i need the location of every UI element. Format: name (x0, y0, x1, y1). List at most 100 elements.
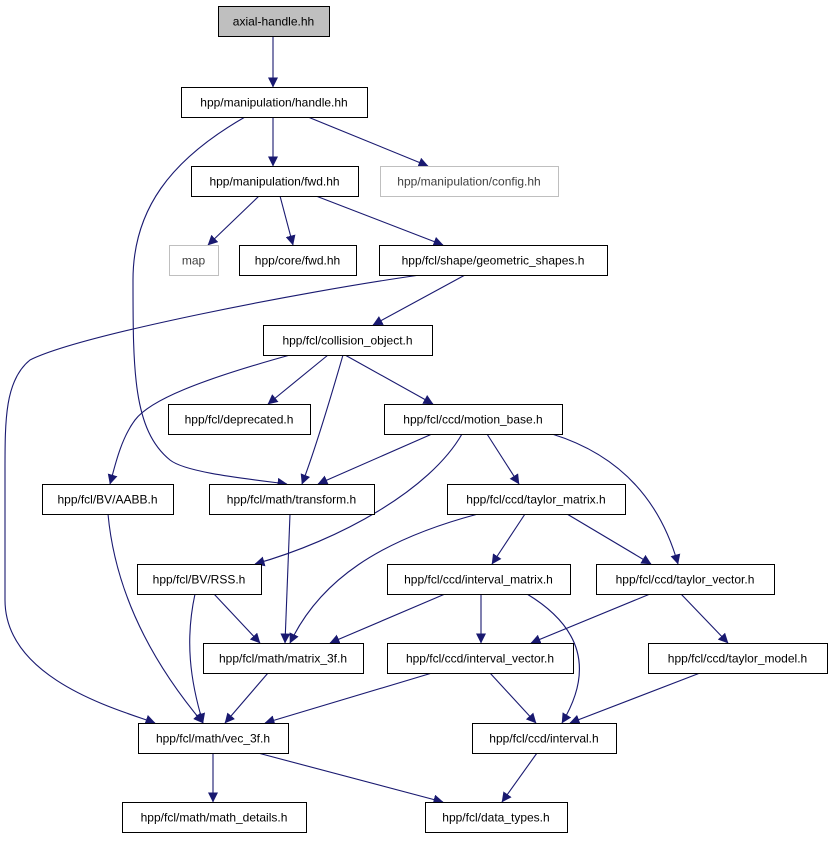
edge-tmatrix-to-matrix3f (289, 513, 479, 644)
edge-arrow (224, 672, 269, 724)
edge-arrow (372, 274, 466, 326)
edge-geom-to-collision (372, 274, 466, 326)
edge-arrow (254, 433, 463, 567)
edge-fwd-to-geom (315, 195, 444, 247)
node-label: hpp/fcl/collision_object.h (282, 334, 412, 348)
node-map: map (169, 245, 219, 276)
node-label: hpp/manipulation/config.hh (397, 175, 540, 189)
node-box (387, 643, 574, 674)
node-box (137, 564, 262, 595)
edge-arrow (213, 593, 261, 644)
node-tmodel[interactable]: hpp/fcl/ccd/taylor_model.h (648, 643, 828, 674)
edge-collision-to-motion (344, 354, 434, 405)
node-imatrix[interactable]: hpp/fcl/ccd/interval_matrix.h (387, 564, 571, 595)
node-box (379, 245, 608, 276)
node-box (239, 245, 357, 276)
node-label: hpp/manipulation/handle.hh (200, 96, 347, 110)
node-interval[interactable]: hpp/fcl/ccd/interval.h (472, 723, 617, 754)
edge-collision-to-transform (300, 354, 344, 485)
node-motion[interactable]: hpp/fcl/ccd/motion_base.h (384, 404, 563, 435)
node-label: hpp/fcl/math/math_details.h (141, 811, 288, 825)
edge-arrow (289, 513, 479, 644)
edge-fwd-to-corefwd (279, 195, 296, 246)
node-matrix3f[interactable]: hpp/fcl/math/matrix_3f.h (203, 643, 364, 674)
node-label: hpp/core/fwd.hh (255, 254, 340, 268)
node-corefwd[interactable]: hpp/core/fwd.hh (239, 245, 357, 276)
node-box (191, 166, 359, 197)
edge-arrow (107, 354, 291, 485)
node-fwd[interactable]: hpp/manipulation/fwd.hh (191, 166, 359, 197)
node-label: hpp/fcl/shape/geometric_shapes.h (402, 254, 585, 268)
edge-tmodel-to-interval (569, 672, 701, 725)
node-box (387, 564, 571, 595)
edge-handle-to-config (307, 116, 429, 168)
edge-arrow (279, 195, 296, 246)
edge-motion-to-tmatrix (486, 433, 520, 485)
edge-tmatrix-to-tvector (566, 513, 652, 565)
node-datatypes[interactable]: hpp/fcl/data_types.h (425, 802, 568, 833)
node-handle[interactable]: hpp/manipulation/handle.hh (181, 87, 368, 118)
node-label: hpp/fcl/ccd/interval_vector.h (406, 652, 554, 666)
edge-arrow (315, 195, 444, 247)
edge-arrow (551, 433, 681, 565)
node-aabb[interactable]: hpp/fcl/BV/AABB.h (42, 484, 174, 515)
node-layer: axial-handle.hh hpp/manipulation/handle.h… (42, 6, 828, 833)
node-box (425, 802, 568, 833)
node-rss[interactable]: hpp/fcl/BV/RSS.h (137, 564, 262, 595)
node-label: hpp/fcl/BV/AABB.h (57, 493, 157, 507)
node-label: hpp/fcl/ccd/taylor_model.h (668, 652, 807, 666)
node-label: hpp/fcl/deprecated.h (185, 413, 294, 427)
node-config: hpp/manipulation/config.hh (380, 166, 559, 197)
node-axial[interactable]: axial-handle.hh (218, 6, 330, 37)
edge-arrow (207, 195, 260, 246)
node-label: hpp/manipulation/fwd.hh (209, 175, 339, 189)
node-box (447, 484, 626, 515)
edge-motion-to-transform (317, 433, 433, 485)
node-label: hpp/fcl/ccd/taylor_matrix.h (466, 493, 605, 507)
edge-arrow (680, 593, 729, 644)
edge-arrow (344, 354, 434, 405)
edge-matrix3f-to-vec3f (224, 672, 269, 724)
edge-arrow (300, 354, 344, 485)
edge-vec3f-to-datatypes (257, 752, 444, 805)
node-transform[interactable]: hpp/fcl/math/transform.h (209, 484, 375, 515)
node-vec3f[interactable]: hpp/fcl/math/vec_3f.h (138, 723, 289, 754)
edge-arrow (530, 593, 651, 645)
edge-tvector-to-tmodel (680, 593, 729, 644)
node-ivector[interactable]: hpp/fcl/ccd/interval_vector.h (387, 643, 574, 674)
edge-ivector-to-vec3f (264, 672, 433, 726)
edge-tmatrix-to-imatrix (491, 513, 526, 565)
edge-aabb-to-vec3f (107, 513, 204, 724)
edge-tvector-to-ivector (530, 593, 651, 645)
edge-collision-to-deprecated (267, 354, 329, 405)
node-mathdetails[interactable]: hpp/fcl/math/math_details.h (122, 802, 307, 833)
edge-arrow (526, 593, 580, 724)
node-box (472, 723, 617, 754)
node-label: axial-handle.hh (233, 15, 314, 29)
node-box (168, 404, 311, 435)
node-deprecated[interactable]: hpp/fcl/deprecated.h (168, 404, 311, 435)
node-geom[interactable]: hpp/fcl/shape/geometric_shapes.h (379, 245, 608, 276)
node-box (596, 564, 775, 595)
edge-motion-to-rss (254, 433, 463, 567)
node-box (263, 325, 433, 356)
edge-arrow (4, 274, 421, 725)
edge-arrow (501, 752, 538, 803)
node-box (203, 643, 364, 674)
node-label: hpp/fcl/ccd/motion_base.h (403, 413, 542, 427)
edge-arrow (257, 752, 444, 805)
edge-arrow (489, 672, 537, 724)
edge-transform-to-matrix3f (280, 513, 291, 644)
edge-rss-to-matrix3f (213, 593, 261, 644)
node-label: hpp/fcl/math/transform.h (227, 493, 356, 507)
node-box (384, 404, 563, 435)
edge-arrow (280, 513, 291, 644)
node-label: map (182, 254, 206, 268)
edge-collision-to-aabb (107, 354, 291, 485)
edge-arrow (329, 593, 446, 644)
node-label: hpp/fcl/data_types.h (442, 811, 549, 825)
node-tvector[interactable]: hpp/fcl/ccd/taylor_vector.h (596, 564, 775, 595)
node-tmatrix[interactable]: hpp/fcl/ccd/taylor_matrix.h (447, 484, 626, 515)
node-collision[interactable]: hpp/fcl/collision_object.h (263, 325, 433, 356)
